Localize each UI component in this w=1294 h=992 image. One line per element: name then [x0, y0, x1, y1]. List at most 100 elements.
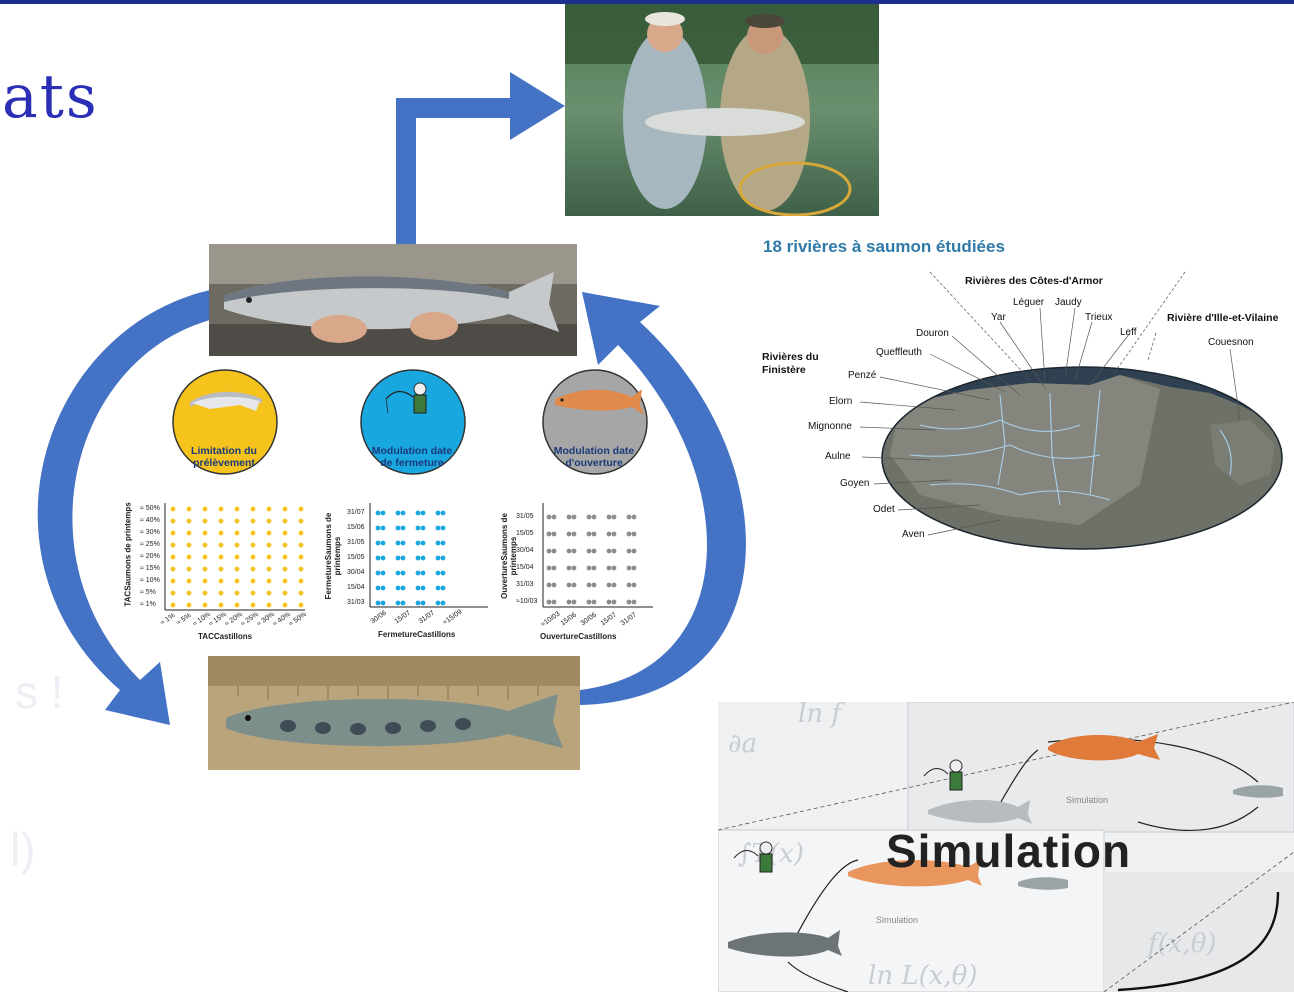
scenario-dot [626, 582, 632, 588]
scenario-dot [186, 554, 192, 560]
scenario-dot [170, 590, 176, 596]
scenario-dot [435, 510, 441, 516]
scenario-dot [186, 566, 192, 572]
scenario-dot [375, 570, 381, 576]
scenario-dot [435, 585, 441, 591]
scenario-dot [440, 525, 446, 531]
scenario-dot [440, 555, 446, 561]
ouverture-scenario-grid [542, 503, 653, 608]
scenario-dot [282, 542, 288, 548]
scenario-dot [571, 565, 577, 571]
scenario-dot [631, 565, 637, 571]
scenario-dot [234, 542, 240, 548]
scenario-dot [606, 599, 612, 605]
svg-text:∂a: ∂a [728, 729, 757, 759]
scenario-dot [170, 506, 176, 512]
fermeture-scenario-grid [369, 503, 488, 608]
scenario-dot [186, 530, 192, 536]
scenario-dot [375, 540, 381, 546]
scenario-dot [395, 600, 401, 606]
scenario-dot [218, 566, 224, 572]
adult-salmon-photo [209, 244, 577, 356]
scenario-dot [250, 566, 256, 572]
scenario-dot [250, 602, 256, 608]
scenario-dot [375, 555, 381, 561]
ghost-text: l) [10, 823, 36, 875]
scenario-dot [395, 540, 401, 546]
scenario-dot [298, 590, 304, 596]
scenario-dot [415, 555, 421, 561]
scenario-dot [234, 602, 240, 608]
scenario-dot [170, 578, 176, 584]
river-leff: Leff [1120, 327, 1137, 338]
group-finistere: Rivières du Finistère [762, 351, 819, 376]
scenario-dot [282, 554, 288, 560]
scenario-dot [282, 578, 288, 584]
group-cotes-armor: Rivières des Côtes-d'Armor [965, 275, 1103, 287]
scenario-dot [202, 566, 208, 572]
scenario-dot [586, 514, 592, 520]
scenario-dot [420, 570, 426, 576]
river-douron: Douron [916, 328, 949, 339]
scenario-dot [298, 578, 304, 584]
scenario-dot [551, 565, 557, 571]
tac-y-tick: ≈ 1% [140, 601, 156, 608]
scenario-dot [586, 565, 592, 571]
scenario-dot [266, 578, 272, 584]
scenario-dot [571, 531, 577, 537]
scenario-dot [234, 530, 240, 536]
scenario-dot [586, 582, 592, 588]
scenario-dot [420, 510, 426, 516]
scenario-dot [380, 585, 386, 591]
scenario-dot [266, 602, 272, 608]
scenario-dot [631, 514, 637, 520]
river-aven: Aven [902, 529, 925, 540]
scenario-dot [566, 565, 572, 571]
ouverture-y-tick: ≈10/03 [516, 598, 538, 605]
ouverture-y-tick: 31/05 [516, 513, 534, 520]
scenario-dot [375, 600, 381, 606]
scenario-dot [380, 510, 386, 516]
scenario-dot [250, 518, 256, 524]
svg-text:f(x,θ): f(x,θ) [1146, 929, 1217, 959]
scenario-dot [626, 599, 632, 605]
scenario-dot [400, 540, 406, 546]
scenario-dot [375, 585, 381, 591]
anglers-photo [565, 4, 879, 216]
scenario-dot [170, 602, 176, 608]
tac-y-tick: ≈ 10% [140, 577, 160, 584]
scenario-dot [626, 531, 632, 537]
scenario-dot [400, 570, 406, 576]
scenario-dot [380, 570, 386, 576]
scenario-dot [631, 582, 637, 588]
scenario-dot [440, 510, 446, 516]
scenario-dot [186, 506, 192, 512]
scenario-dot [266, 566, 272, 572]
scenario-dot [234, 518, 240, 524]
ouverture-y-tick: 15/05 [516, 530, 534, 537]
scenario-dot [298, 506, 304, 512]
scenario-dot [266, 590, 272, 596]
ouverture-y-tick: 31/03 [516, 581, 534, 588]
scenario-dot [170, 530, 176, 536]
tac-x-label: TACCastillons [198, 632, 253, 641]
scenario-dot [250, 554, 256, 560]
scenario-dot [218, 590, 224, 596]
river-jaudy: Jaudy [1055, 297, 1082, 308]
scenario-dot [606, 565, 612, 571]
scenario-dot [440, 540, 446, 546]
tac-y-tick: ≈ 50% [140, 505, 160, 512]
scenario-dot [546, 599, 552, 605]
scenario-dot [218, 518, 224, 524]
scenario-dot [591, 565, 597, 571]
scenario-dot [571, 582, 577, 588]
scenario-dot [170, 554, 176, 560]
scenario-dot [435, 540, 441, 546]
scenario-dot [234, 578, 240, 584]
scenario-dot [186, 518, 192, 524]
river-odet: Odet [873, 504, 895, 515]
scenario-dot [435, 555, 441, 561]
simulation-panel: ∂a ln f ∫T(x) ln L(x,θ) f(x,θ) [718, 702, 1294, 992]
ouverture-badge [542, 369, 648, 475]
fermeture-y-tick: 31/03 [347, 599, 365, 606]
